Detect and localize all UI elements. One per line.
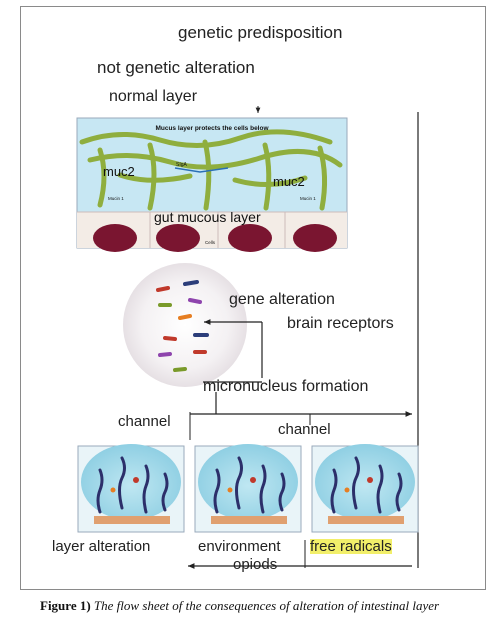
- caption-label: Figure 1): [40, 598, 91, 613]
- label-gene-alteration: gene alteration: [229, 291, 335, 308]
- label-muc2-left: muc2: [103, 164, 135, 179]
- label-channel-left: channel: [118, 413, 171, 430]
- label-layer-alteration: layer alteration: [52, 538, 151, 555]
- label-cells: Cells: [205, 240, 216, 245]
- label-micronucleus-formation: micronucleus formation: [203, 378, 369, 395]
- mucus-panel-title: Mucus layer protects the cells below: [155, 125, 269, 132]
- cell-nucleus: [293, 224, 337, 252]
- gene-alteration-bubble: [123, 263, 247, 387]
- cell-nucleus: [156, 224, 200, 252]
- label-gut-mucous-layer: gut mucous layer: [154, 209, 261, 225]
- label-sigA: SIgA: [176, 162, 188, 168]
- figure-caption: Figure 1) The flow sheet of the conseque…: [40, 598, 490, 614]
- label-mucin-left: Mucin 1: [108, 196, 124, 201]
- label-opiods: opiods: [233, 556, 278, 573]
- microbiome-panel-free-radicals: [311, 444, 419, 533]
- label-free-radicals: free radicals: [310, 538, 392, 555]
- caption-text: The flow sheet of the consequences of al…: [93, 598, 440, 613]
- label-mucin-right: Mucin 1: [300, 196, 316, 201]
- label-environment: environment: [198, 538, 281, 555]
- label-channel-right: channel: [278, 421, 331, 438]
- figure-frame: [20, 6, 486, 590]
- label-brain-receptors: brain receptors: [287, 315, 394, 332]
- label-normal-layer: normal layer: [109, 88, 198, 105]
- label-muc2-right: muc2: [273, 174, 305, 189]
- cell-nucleus: [228, 224, 272, 252]
- cell-nucleus: [93, 224, 137, 252]
- microbiome-panel-layer-alteration: [77, 444, 185, 533]
- label-genetic-predisposition: genetic predisposition: [178, 23, 343, 42]
- mucus-layer-panel: [76, 117, 348, 252]
- label-not-genetic-alteration: not genetic alteration: [97, 58, 255, 77]
- microbiome-panel-environment: [194, 444, 302, 533]
- mucin-strands: [79, 129, 343, 211]
